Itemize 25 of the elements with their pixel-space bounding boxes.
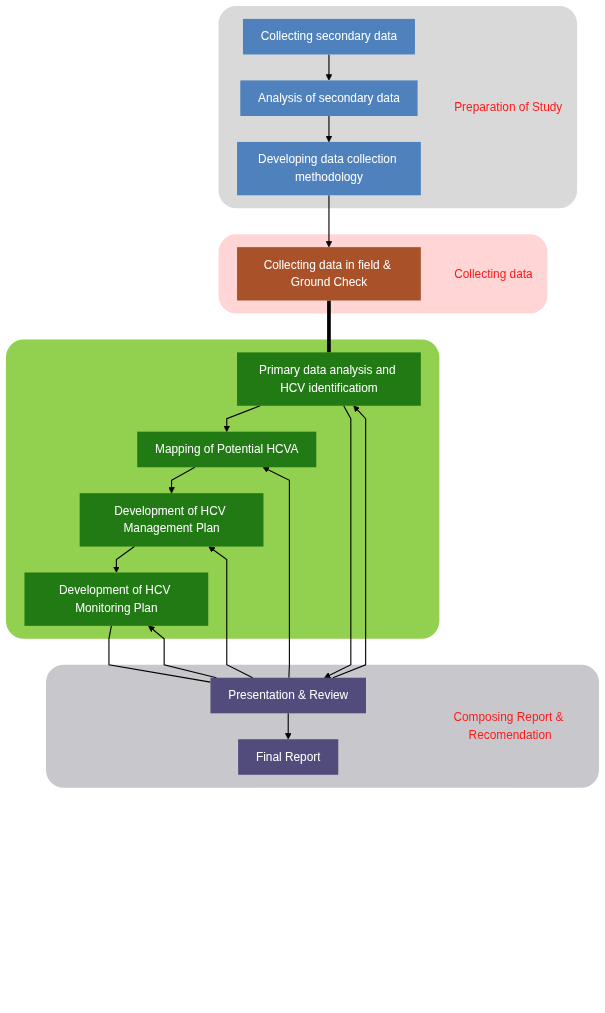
node-box: Final Report: [238, 739, 339, 775]
node-box: Mapping of Potential HCVA: [137, 431, 317, 468]
node-box: Development of HCV Management Plan: [79, 493, 264, 547]
connector: [327, 300, 331, 353]
arrow: [262, 466, 290, 679]
node-box: Collecting data in field & Ground Check: [237, 247, 421, 301]
arrow: [324, 405, 352, 679]
arrow: [148, 625, 218, 679]
node-box: Developing data collection methodology: [237, 141, 421, 196]
node-box: Collecting secondary data: [242, 18, 415, 55]
arrow: [168, 466, 196, 494]
node-box: Analysis of secondary data: [240, 80, 418, 116]
node-box: Development of HCV Monitoring Plan: [24, 572, 209, 626]
arrow: [208, 546, 254, 679]
arrow: [223, 405, 261, 432]
node-box: Primary data analysis and HCV identificatiom: [237, 352, 421, 406]
node-box: Presentation & Review: [210, 677, 366, 714]
arrow: [325, 194, 333, 248]
arrow: [113, 546, 135, 573]
arrow: [284, 712, 292, 740]
arrow: [325, 53, 333, 81]
connector: [108, 625, 211, 683]
arrow: [332, 405, 367, 679]
cluster: [5, 339, 440, 639]
arrow: [325, 115, 333, 143]
